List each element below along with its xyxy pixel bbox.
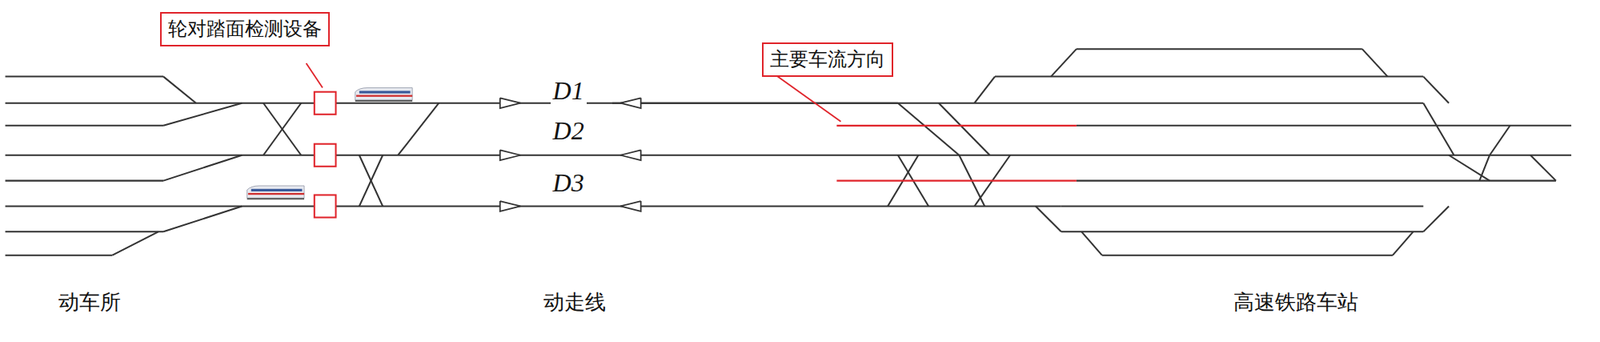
signal-triangle: [500, 97, 521, 109]
signal-triangle: [620, 149, 641, 161]
track-line: [994, 76, 1424, 78]
track-line: [163, 103, 242, 126]
track-line: [5, 102, 899, 105]
detection-device: [314, 194, 337, 217]
main-flow-track: [836, 179, 1077, 181]
train-stripe: [248, 192, 305, 195]
track-line: [1392, 231, 1413, 255]
track-line: [1479, 155, 1490, 181]
track-line: [1530, 155, 1556, 181]
train-body: [355, 88, 413, 101]
track-line: [397, 103, 439, 156]
leader-line: [306, 63, 323, 89]
track-line: [1061, 230, 1424, 233]
main-flow-track: [836, 124, 1077, 127]
track-line: [1035, 205, 1062, 232]
track-line: [263, 103, 301, 156]
train-bogie: [247, 197, 305, 200]
area-name: 高速铁路车站: [1233, 288, 1359, 317]
callout-box: 主要车流方向: [761, 42, 894, 77]
callout-box: 轮对踏面检测设备: [160, 12, 330, 47]
train-windows: [359, 90, 411, 93]
track-line: [1076, 180, 1556, 182]
area-name: 动车所: [58, 288, 121, 317]
track-line: [1362, 48, 1388, 77]
train-stripe: [356, 95, 413, 97]
track-line: [1050, 48, 1077, 77]
track-name: D2: [550, 116, 587, 146]
train-body: [247, 185, 305, 198]
track-line: [1423, 76, 1449, 104]
track-line: [163, 76, 197, 104]
track-line: [5, 230, 165, 233]
detection-device: [314, 144, 337, 167]
train-windows: [251, 188, 303, 192]
track-line: [898, 103, 959, 156]
detection-device: [314, 92, 337, 115]
callout-text: 轮对踏面检测设备: [168, 17, 322, 41]
signal-triangle: [620, 97, 641, 109]
track-line: [263, 103, 301, 156]
track-line: [974, 76, 995, 104]
area-name: 动走线: [543, 288, 606, 317]
track-line: [5, 204, 1062, 207]
train-bogie: [355, 100, 413, 102]
signal-triangle: [500, 200, 521, 212]
track-line: [163, 155, 242, 181]
track-line: [163, 205, 242, 232]
track-line: [1423, 205, 1449, 232]
signal-triangle: [620, 200, 641, 212]
track-line: [5, 76, 165, 78]
track-line: [359, 155, 383, 207]
track-line: [1076, 124, 1572, 127]
track-line: [612, 102, 899, 105]
signal-triangle: [500, 149, 521, 161]
track-line: [938, 103, 991, 156]
callout-text: 主要车流方向: [769, 48, 886, 72]
track-line: [1423, 103, 1454, 156]
track-line: [1448, 155, 1490, 181]
track-line: [5, 254, 113, 257]
track-name: D3: [550, 168, 587, 198]
track-name: D1: [550, 76, 587, 106]
track-line: [359, 155, 383, 207]
track-line: [5, 124, 165, 127]
leader-line: [773, 73, 841, 122]
track-line: [1061, 204, 1424, 207]
track-line: [1102, 254, 1393, 257]
track-line: [1489, 125, 1510, 156]
train-icon: [247, 185, 305, 200]
track-line: [1076, 48, 1363, 50]
train-icon: [355, 88, 413, 102]
track-line: [112, 231, 158, 255]
track-line: [1081, 231, 1102, 255]
track-line: [5, 180, 165, 182]
track-line: [898, 102, 1424, 105]
